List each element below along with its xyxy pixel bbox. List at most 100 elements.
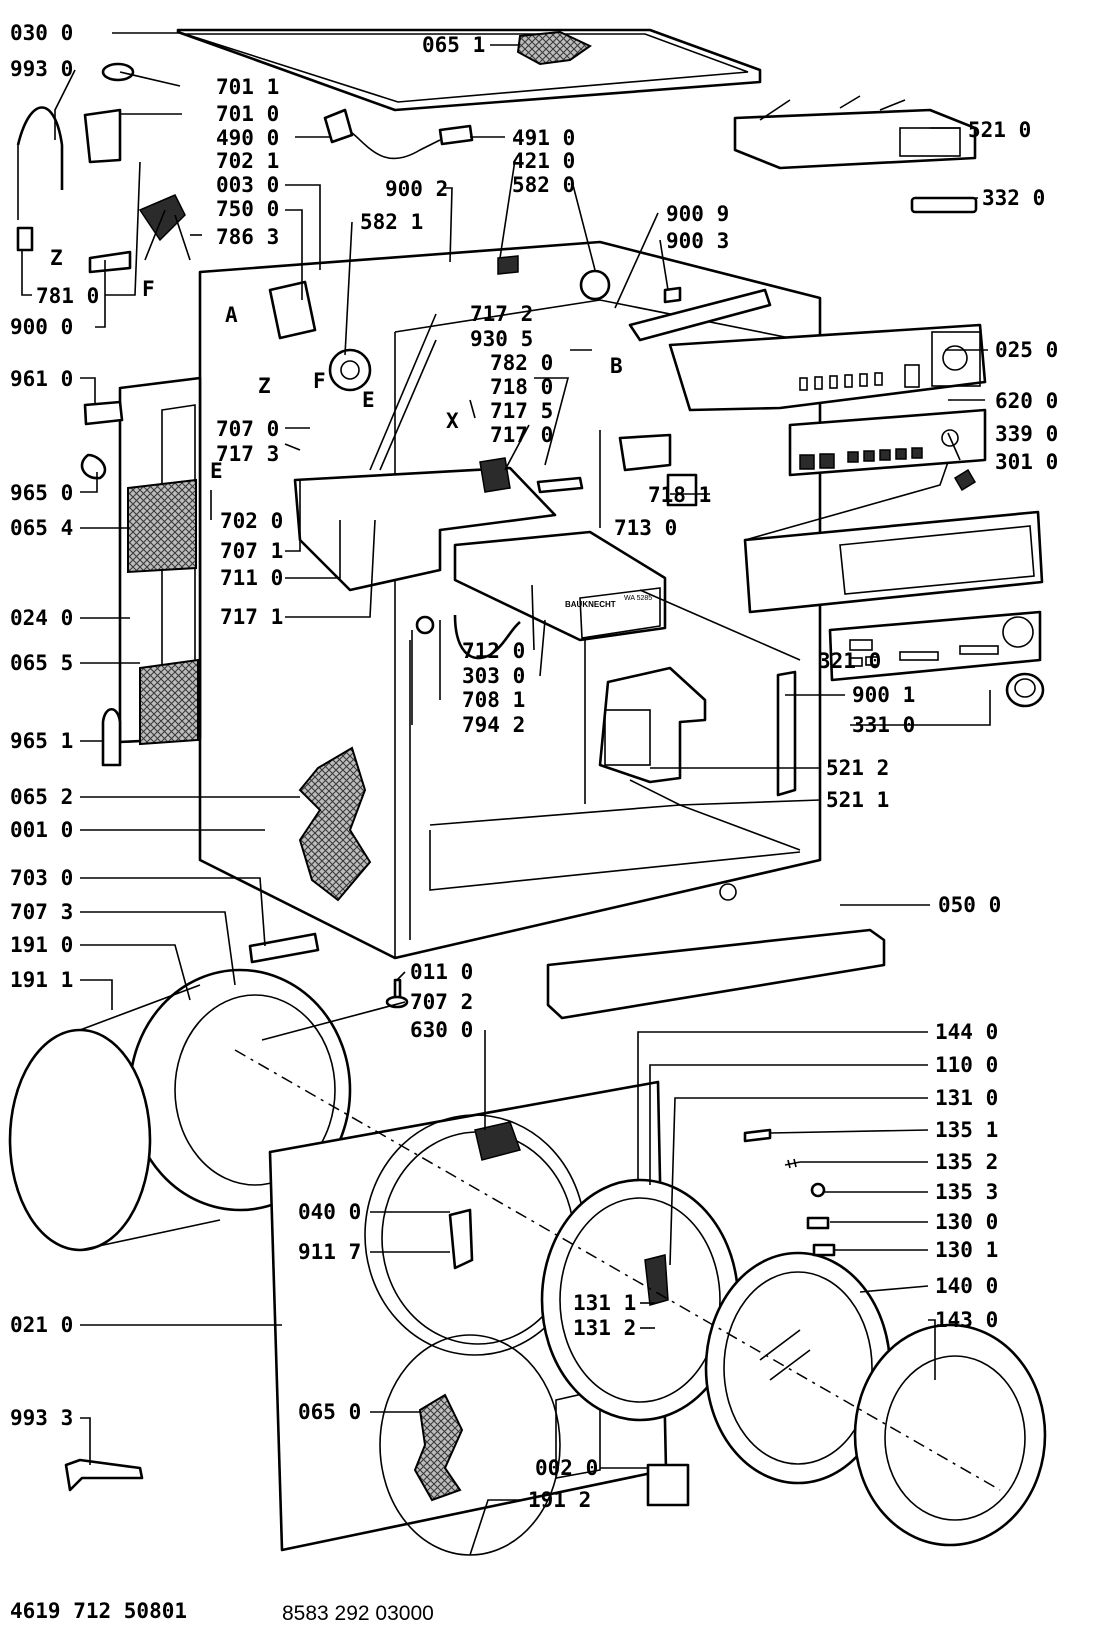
- tub-back: [8, 1028, 152, 1252]
- callout-965-0: 965 0: [10, 481, 73, 505]
- callout-131-2: 131 2: [573, 1316, 636, 1340]
- marker-Z-second: Z: [258, 374, 271, 398]
- power-plug: [323, 108, 354, 144]
- callout-030-0: 030 0: [10, 21, 73, 45]
- plug-cap: [101, 62, 135, 82]
- marker-F: F: [142, 277, 155, 301]
- callout-702-1: 702 1: [216, 149, 279, 173]
- callout-620-0: 620 0: [995, 389, 1058, 413]
- callout-065-2: 065 2: [10, 785, 73, 809]
- drain-knob: [83, 400, 124, 426]
- footer-right-code: 8583 292 03000: [282, 1602, 434, 1625]
- callout-025-0: 025 0: [995, 338, 1058, 362]
- callout-301-0: 301 0: [995, 450, 1058, 474]
- callout-491-0: 491 0: [512, 126, 575, 150]
- control-panel-housing: [668, 323, 987, 412]
- filter-part: [438, 124, 474, 146]
- callout-065-5: 065 5: [10, 651, 73, 675]
- callout-717-2: 717 2: [470, 302, 533, 326]
- callout-717-5: 717 5: [490, 399, 553, 423]
- callout-339-0: 339 0: [995, 422, 1058, 446]
- fuse-part: [910, 196, 978, 214]
- relay: [666, 473, 698, 507]
- callout-332-0: 332 0: [982, 186, 1045, 210]
- callout-630-0: 630 0: [410, 1018, 473, 1042]
- hinge-plate: [628, 288, 772, 342]
- spanner: [64, 1458, 144, 1492]
- callout-191-2: 191 2: [528, 1488, 591, 1512]
- callout-191-1: 191 1: [10, 968, 73, 992]
- callout-701-1: 701 1: [216, 75, 279, 99]
- callout-703-0: 703 0: [10, 866, 73, 890]
- valve-block: [497, 255, 519, 275]
- callout-582-1: 582 1: [360, 210, 423, 234]
- callout-421-0: 421 0: [512, 149, 575, 173]
- marker-F-second: F: [313, 369, 326, 393]
- callout-131-1: 131 1: [573, 1291, 636, 1315]
- support-strip: [776, 670, 797, 797]
- callout-065-1: 065 1: [422, 33, 485, 57]
- callout-191-0: 191 0: [10, 933, 73, 957]
- callout-707-0: 707 0: [216, 417, 279, 441]
- callout-110-0: 110 0: [935, 1053, 998, 1077]
- panel-insert: [828, 610, 1042, 682]
- side-panel-insulation-upper: [127, 478, 197, 574]
- callout-900-2: 900 2: [385, 177, 448, 201]
- callout-993-0: 993 0: [10, 57, 73, 81]
- top-cover: [176, 28, 762, 112]
- pump-motor: [328, 348, 372, 392]
- callout-131-0: 131 0: [935, 1086, 998, 1110]
- callout-002-0: 002 0: [535, 1456, 598, 1480]
- motor-bracket: [598, 666, 707, 784]
- callout-900-1: 900 1: [852, 683, 915, 707]
- callout-794-2: 794 2: [462, 713, 525, 737]
- callout-144-0: 144 0: [935, 1020, 998, 1044]
- callout-961-0: 961 0: [10, 367, 73, 391]
- callout-labels: 030 0 065 1 993 0 701 1 701 0 490 0 491 …: [10, 21, 1058, 1512]
- callout-021-0: 021 0: [10, 1313, 73, 1337]
- callout-900-0: 900 0: [10, 315, 73, 339]
- callout-001-0: 001 0: [10, 818, 73, 842]
- electronic-board: [788, 408, 987, 477]
- callout-750-0: 750 0: [216, 197, 279, 221]
- door-axis: [234, 1049, 1001, 1491]
- hose-connector: [83, 108, 122, 164]
- door-latch: [448, 1208, 474, 1270]
- callout-521-0: 521 0: [968, 118, 1031, 142]
- callout-024-0: 024 0: [10, 606, 73, 630]
- callout-782-0: 782 0: [490, 351, 553, 375]
- callout-521-2: 521 2: [826, 756, 889, 780]
- callout-135-2: 135 2: [935, 1150, 998, 1174]
- marker-E-second: E: [210, 459, 223, 483]
- brand-label: BAUKNECHT: [565, 600, 616, 609]
- callout-143-0: 143 0: [935, 1308, 998, 1332]
- valve: [479, 457, 511, 493]
- fascia-frame: [743, 510, 1044, 614]
- footer-codes: 4619 712 50801 8583 292 03000: [10, 1599, 434, 1625]
- parts-artwork: [8, 28, 1047, 1556]
- marker-Z: Z: [50, 246, 63, 270]
- callout-140-0: 140 0: [935, 1274, 998, 1298]
- hose: [453, 614, 521, 660]
- callout-003-0: 003 0: [216, 173, 279, 197]
- front-panel-insulation: [413, 1393, 464, 1502]
- callout-040-0: 040 0: [298, 1200, 361, 1224]
- callout-965-1: 965 1: [10, 729, 73, 753]
- dispenser-housing: [293, 466, 557, 592]
- selector-part: [953, 468, 977, 492]
- plinth: [546, 928, 886, 1020]
- cabinet-side-insulation: [298, 746, 372, 902]
- valve-bracket: [536, 476, 584, 494]
- drain-pipe: [248, 932, 320, 964]
- callout-781-0: 781 0: [36, 284, 99, 308]
- callout-713-0: 713 0: [614, 516, 677, 540]
- callout-718-0: 718 0: [490, 375, 553, 399]
- bracket: [618, 433, 672, 472]
- callout-993-3: 993 3: [10, 1406, 73, 1430]
- callout-582-0: 582 0: [512, 173, 575, 197]
- washer: [810, 1182, 826, 1198]
- callout-321-0: 321 0: [818, 649, 881, 673]
- clamp: [80, 453, 107, 480]
- callout-930-5: 930 5: [470, 327, 533, 351]
- callout-717-3: 717 3: [216, 442, 279, 466]
